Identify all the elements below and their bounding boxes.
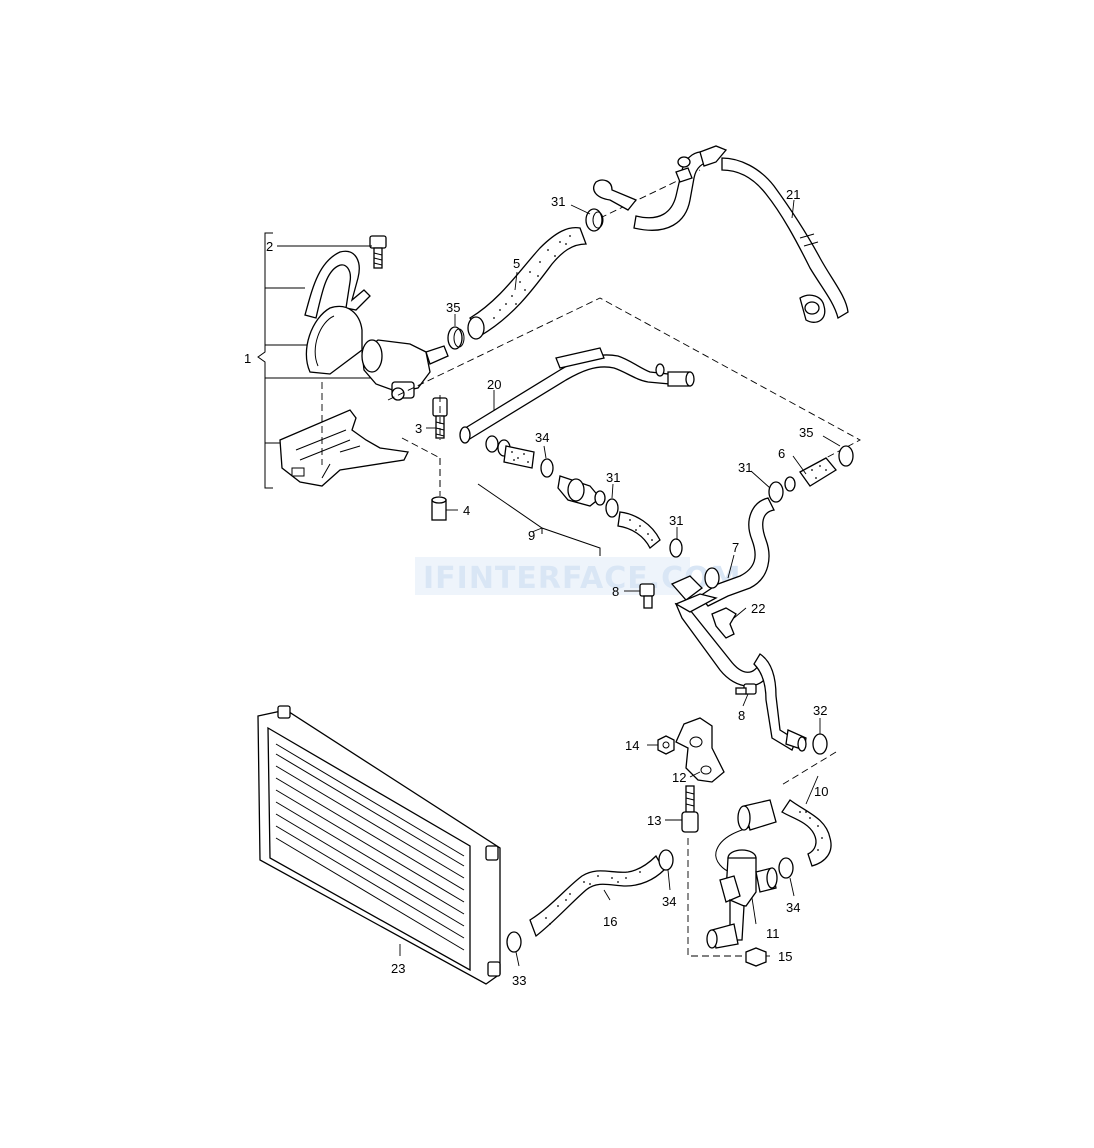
valve-11 (706, 799, 778, 949)
callout-2: 2 (266, 239, 273, 254)
callout-1: 1 (244, 351, 251, 366)
callout-35-a: 35 (446, 300, 460, 315)
callout-4: 4 (463, 503, 470, 518)
callout-23: 23 (391, 961, 405, 976)
bolt-8-b (735, 683, 757, 695)
pipe-20 (459, 347, 695, 444)
callout-34-b: 34 (662, 894, 676, 909)
hose-5 (467, 226, 587, 340)
pump-mount-plate (279, 409, 409, 487)
hose-10 (781, 799, 832, 867)
leader-lines (277, 199, 841, 967)
clamp-33 (506, 931, 522, 953)
callout-10: 10 (814, 784, 828, 799)
spacer-4 (431, 496, 447, 521)
callout-31-d: 31 (738, 460, 752, 475)
nut-15 (745, 947, 767, 967)
pump-housing (305, 305, 449, 401)
clamp-35-upper (447, 326, 465, 350)
clamp-32 (812, 733, 828, 755)
callout-5: 5 (513, 256, 520, 271)
bolt-8-a (639, 583, 655, 609)
callout-9: 9 (528, 528, 535, 543)
callout-11: 11 (766, 926, 780, 941)
hose-set-9 (485, 435, 661, 550)
callout-8-a: 8 (612, 584, 619, 599)
clamp-31-upper (585, 208, 604, 232)
nut-14 (657, 735, 675, 755)
radiator-23 (257, 705, 501, 985)
clamp-31-mid (669, 538, 683, 558)
callout-7: 7 (732, 540, 739, 555)
callout-15: 15 (778, 949, 792, 964)
callout-16: 16 (603, 914, 617, 929)
clamp-34-right (778, 857, 794, 879)
callout-14: 14 (625, 738, 639, 753)
callout-8-b: 8 (738, 708, 745, 723)
callout-31-b: 31 (606, 470, 620, 485)
callout-20: 20 (487, 377, 501, 392)
bracket-12 (675, 717, 725, 783)
callout-34-a: 34 (535, 430, 549, 445)
callout-35-b: 35 (799, 425, 813, 440)
callout-13: 13 (647, 813, 661, 828)
callout-31-c: 31 (669, 513, 683, 528)
pipe-7 (670, 445, 854, 752)
clip-22 (711, 607, 737, 639)
callout-32: 32 (813, 703, 827, 718)
callout-34-c: 34 (786, 900, 800, 915)
callout-33: 33 (512, 973, 526, 988)
hose-16 (529, 854, 665, 938)
callout-31-a: 31 (551, 194, 565, 209)
clamp-34-middle (658, 849, 674, 871)
callout-21: 21 (786, 187, 800, 202)
stud-13 (681, 785, 699, 833)
callout-12: 12 (672, 770, 686, 785)
pump-bracket-strap (304, 250, 371, 319)
callout-3: 3 (415, 421, 422, 436)
pipe-21 (593, 145, 849, 323)
callout-6: 6 (778, 446, 785, 461)
callout-22: 22 (751, 601, 765, 616)
screw-2 (369, 235, 387, 269)
